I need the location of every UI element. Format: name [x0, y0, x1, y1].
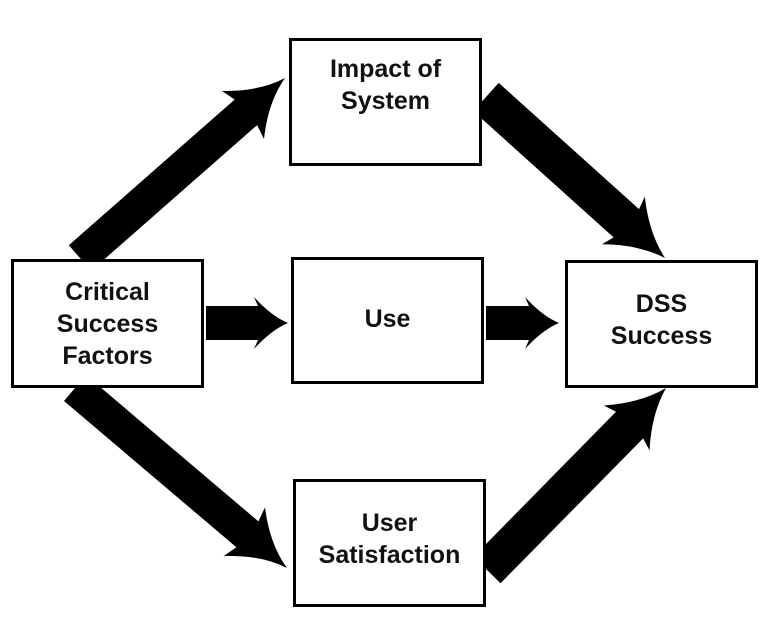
- arrow-csf-to-use: [206, 297, 288, 349]
- node-critical-success-factors: Critical Success Factors: [11, 259, 204, 388]
- node-dss-success: DSS Success: [565, 260, 758, 388]
- node-label: Use: [364, 304, 411, 333]
- node-use: Use: [291, 257, 484, 384]
- node-label: Impact of System: [329, 55, 442, 115]
- node-impact-of-system: Impact of System: [289, 38, 482, 166]
- node-label: User Satisfaction: [318, 509, 461, 569]
- node-label: Critical Success Factors: [56, 277, 159, 370]
- node-label: DSS Success: [610, 290, 713, 350]
- arrow-use-to-dss: [486, 297, 559, 349]
- node-user-satisfaction: User Satisfaction: [293, 479, 486, 607]
- arrow-impact-to-dss: [473, 82, 665, 259]
- arrow-csf-to-satisfaction: [64, 375, 287, 568]
- arrow-satisfaction-to-dss: [473, 388, 666, 584]
- arrow-csf-to-impact: [68, 78, 285, 271]
